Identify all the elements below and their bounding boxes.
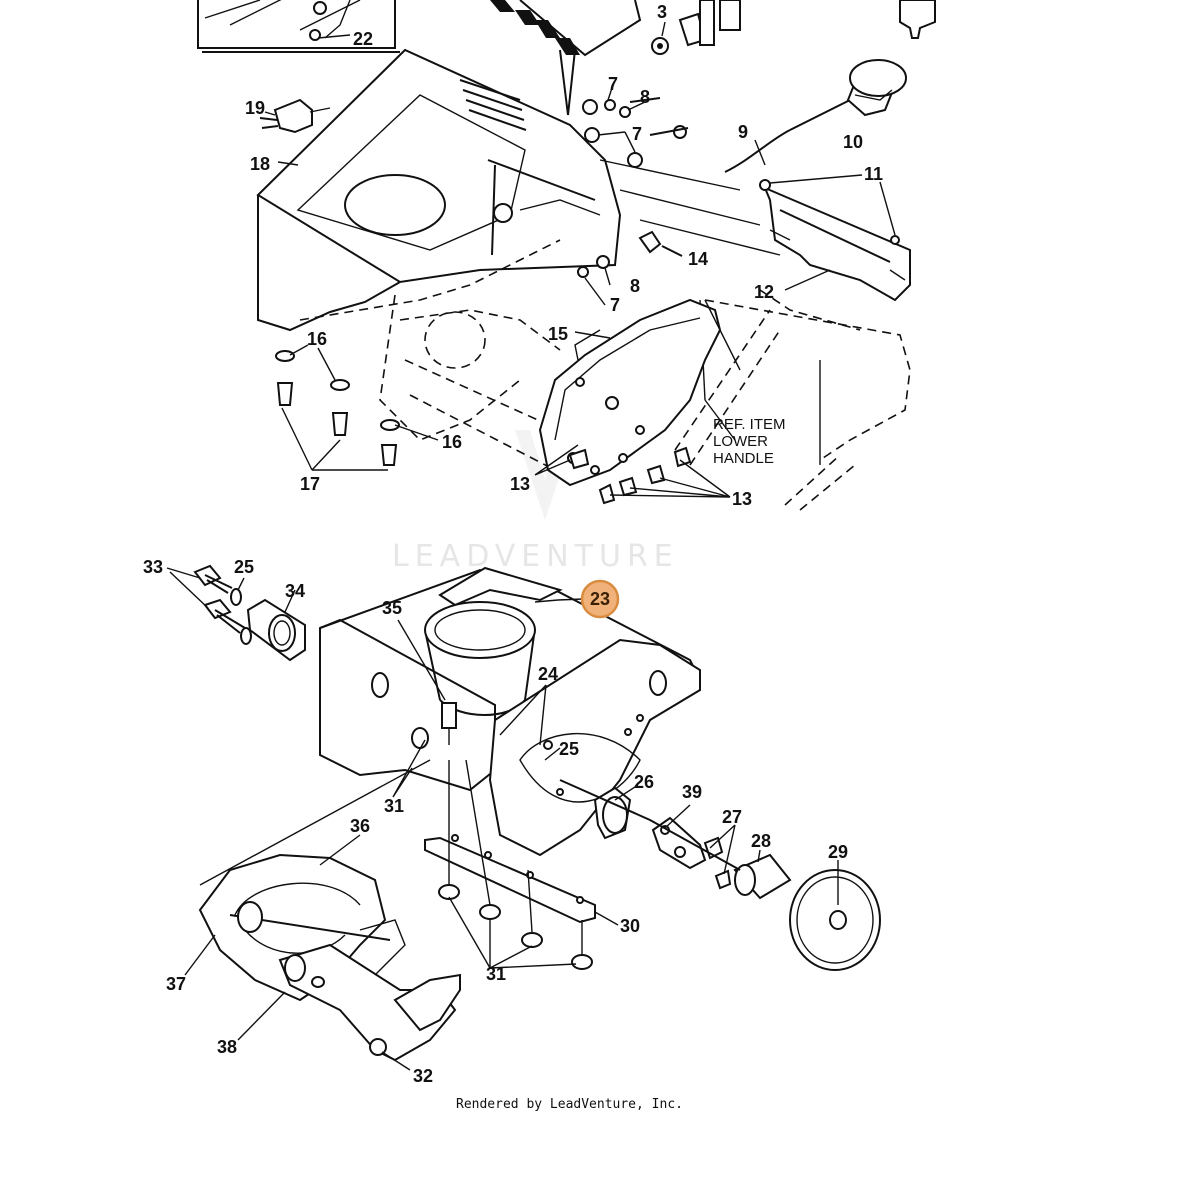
ref-item-note: REF. ITEM LOWER HANDLE (713, 416, 786, 467)
callout-31a: 31 (384, 796, 404, 816)
callout-34: 34 (285, 581, 305, 601)
callout-17: 17 (300, 474, 320, 494)
callout-16a: 16 (307, 329, 327, 349)
ref-note-line2: LOWER (713, 433, 768, 450)
callout-27: 27 (722, 807, 742, 827)
callout-37: 37 (166, 974, 186, 994)
callout-23-highlight[interactable]: 23 (534, 579, 620, 619)
render-credit: Rendered by LeadVenture, Inc. (456, 1097, 683, 1112)
callout-9: 9 (738, 122, 748, 142)
callout-14: 14 (688, 249, 708, 269)
bolts-33 (193, 564, 252, 645)
callout-16b: 16 (442, 432, 462, 452)
lower-callouts: 33 25 34 35 24 25 26 39 27 28 29 30 31 3… (143, 557, 848, 1086)
callout-25a: 25 (234, 557, 254, 577)
callout-7c: 7 (610, 295, 620, 315)
callout-39: 39 (682, 782, 702, 802)
switch-part (259, 98, 331, 134)
chute-post (490, 0, 642, 116)
impeller-assembly (198, 853, 461, 1062)
callout-23[interactable]: 23 (590, 589, 610, 609)
callout-11: 11 (864, 164, 883, 184)
callout-13b: 13 (732, 489, 752, 509)
cowling-housing (256, 48, 622, 471)
knob-part (846, 59, 907, 117)
callout-8b: 8 (630, 276, 640, 296)
upper-callouts: 3 7 8 7 9 10 11 12 14 8 7 15 16 16 17 13… (245, 2, 883, 509)
bolt-group-16-17 (275, 350, 400, 466)
callout-7b: 7 (632, 124, 642, 144)
highlight-marker[interactable] (580, 579, 620, 619)
bolt-group-13 (568, 446, 692, 505)
side-plate (488, 638, 701, 857)
callout-35: 35 (382, 598, 402, 618)
callout-36: 36 (350, 816, 370, 836)
callout-30: 30 (620, 916, 640, 936)
ref-note-line1: REF. ITEM (713, 416, 786, 433)
callout-7a: 7 (608, 74, 618, 94)
callout-28: 28 (751, 831, 771, 851)
callout-38: 38 (217, 1037, 237, 1057)
callout-10: 10 (843, 132, 863, 152)
fastener-group-top (582, 97, 689, 168)
callout-12: 12 (754, 282, 774, 302)
callout-29: 29 (828, 842, 848, 862)
drive-parts (559, 779, 881, 971)
callout-31b: 31 (486, 964, 506, 984)
callout-26: 26 (634, 772, 654, 792)
callout-15: 15 (548, 324, 568, 344)
nuts-31 (438, 759, 593, 970)
bearing-flange-34 (246, 598, 306, 662)
callout-33: 33 (143, 557, 163, 577)
upper-assembly (197, 0, 936, 511)
callout-22: 22 (353, 29, 373, 49)
inset-box (197, 0, 400, 53)
callout-3: 3 (657, 2, 667, 22)
skid-30 (424, 834, 596, 924)
upper-leader-lines (264, 21, 896, 498)
frame-rail (599, 159, 911, 511)
belt-cover (538, 298, 722, 487)
lower-leader-lines (166, 567, 839, 1071)
callout-25b: 25 (559, 739, 579, 759)
callout-18: 18 (250, 154, 270, 174)
lower-assembly (193, 564, 881, 1062)
watermark-text: LEADVENTURE (392, 539, 679, 574)
ref-note-line3: HANDLE (713, 450, 774, 467)
callout-32: 32 (413, 1066, 433, 1086)
callout-19: 19 (245, 98, 265, 118)
callout-8a: 8 (640, 87, 650, 107)
callout-24: 24 (538, 664, 558, 684)
callout-13a: 13 (510, 474, 530, 494)
